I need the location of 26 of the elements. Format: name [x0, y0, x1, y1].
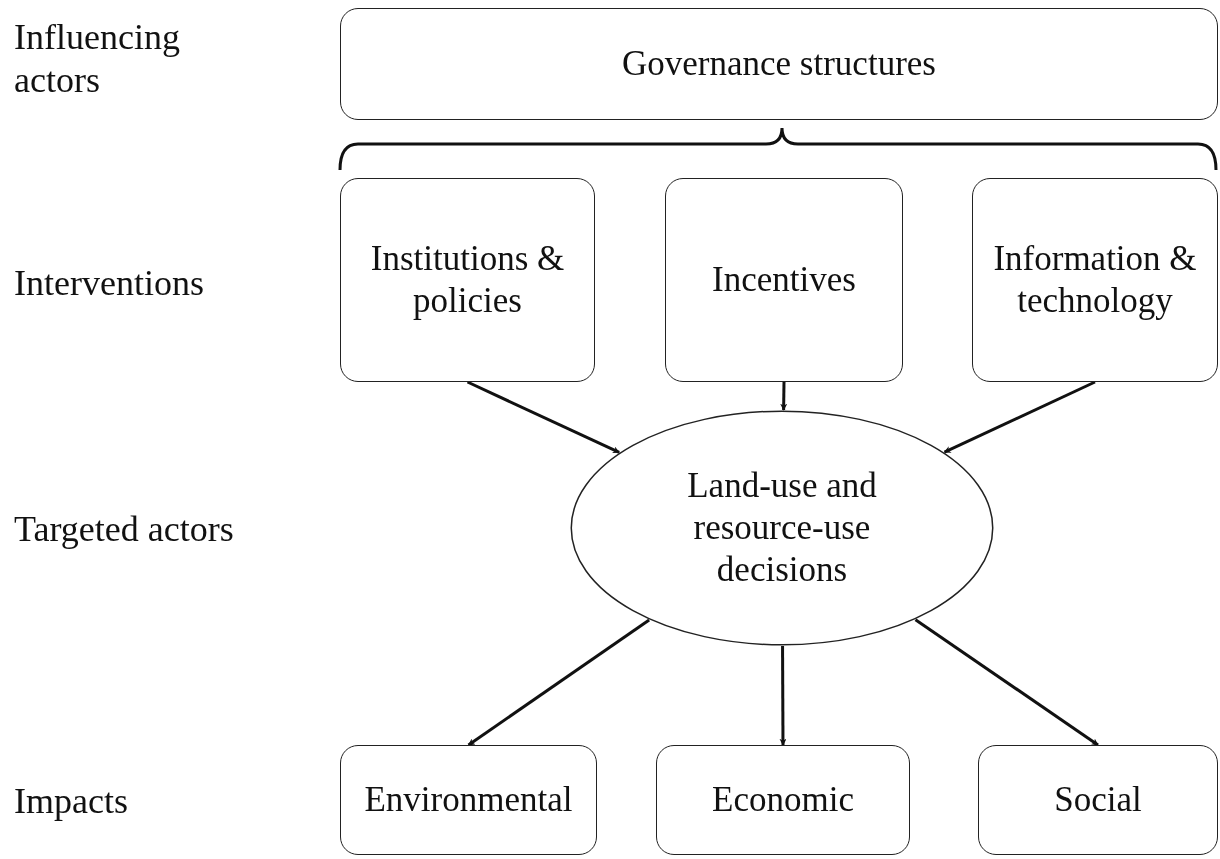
process-box	[978, 745, 1218, 855]
box-label: Environmental	[364, 779, 573, 821]
row-label: Influencing actors	[14, 16, 181, 103]
box-label: Land-use and resource-use decisions	[686, 465, 878, 591]
row-label: Interventions	[14, 262, 205, 305]
arrow	[779, 646, 787, 746]
process-box	[656, 745, 910, 855]
process-box	[340, 178, 595, 382]
decision-ellipse	[570, 410, 994, 646]
arrow	[914, 618, 1099, 747]
arrow	[467, 618, 650, 747]
box-label: Incentives	[712, 259, 856, 301]
row-label: Targeted actors	[14, 508, 235, 551]
process-box	[340, 8, 1218, 120]
box-label: Governance structures	[622, 43, 936, 85]
process-box	[665, 178, 903, 382]
row-label: Impacts	[14, 780, 129, 823]
box-label: Social	[1054, 779, 1142, 821]
box-label: Institutions & policies	[369, 238, 566, 322]
box-label: Economic	[712, 779, 854, 821]
arrow	[780, 381, 788, 411]
arrow	[943, 380, 1096, 454]
box-label: Information & technology	[992, 238, 1198, 322]
process-box	[340, 745, 597, 855]
arrow	[466, 380, 620, 454]
process-box	[972, 178, 1218, 382]
